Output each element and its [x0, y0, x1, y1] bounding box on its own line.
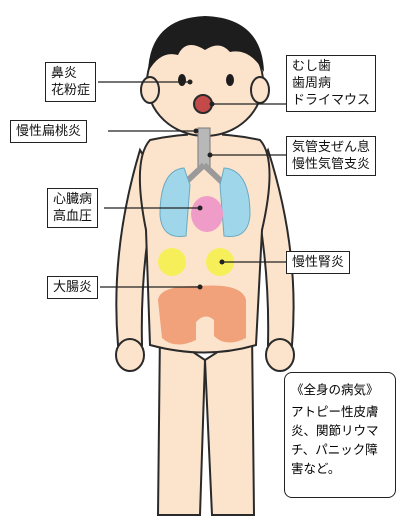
label-line: 歯周病 [292, 75, 370, 92]
heart-organ [191, 196, 223, 232]
right-hand [266, 339, 294, 371]
label-line: 鼻炎 [51, 65, 90, 82]
right-eye [226, 74, 234, 86]
left-hand [116, 339, 144, 371]
label-tonsil: 慢性扁桃炎 [10, 120, 87, 143]
note-title: 《全身の病気》 [291, 380, 389, 399]
label-line: 慢性扁桃炎 [16, 123, 81, 140]
right-leg [205, 330, 254, 515]
label-line: 花粉症 [51, 82, 90, 99]
left-kidney [158, 248, 186, 276]
note-body: アトピー性皮膚炎、関節リウマチ、パニック障害など。 [291, 402, 389, 478]
label-intestine: 大腸炎 [47, 276, 98, 299]
left-ear [141, 77, 159, 103]
right-ear [251, 77, 269, 103]
systemic-disease-note: 《全身の病気》 アトピー性皮膚炎、関節リウマチ、パニック障害など。 [284, 372, 396, 498]
label-bronchi: 気管支ぜん息 慢性気管支炎 [286, 136, 376, 176]
label-line: 慢性腎炎 [292, 254, 344, 271]
label-line: 気管支ぜん息 [292, 139, 370, 156]
label-line: 高血圧 [53, 208, 92, 225]
label-line: 心臓病 [53, 191, 92, 208]
label-line: むし歯 [292, 58, 370, 75]
label-kidney: 慢性腎炎 [286, 251, 350, 274]
trachea [198, 128, 210, 168]
label-heart: 心臓病 高血圧 [47, 188, 98, 228]
label-line: ドライマウス [292, 92, 370, 109]
label-nose: 鼻炎 花粉症 [45, 62, 96, 102]
label-mouth: むし歯 歯周病 ドライマウス [286, 55, 376, 112]
label-line: 慢性気管支炎 [292, 156, 370, 173]
label-line: 大腸炎 [53, 279, 92, 296]
mouth [194, 95, 212, 113]
left-leg [158, 330, 205, 515]
left-eye [178, 74, 186, 86]
